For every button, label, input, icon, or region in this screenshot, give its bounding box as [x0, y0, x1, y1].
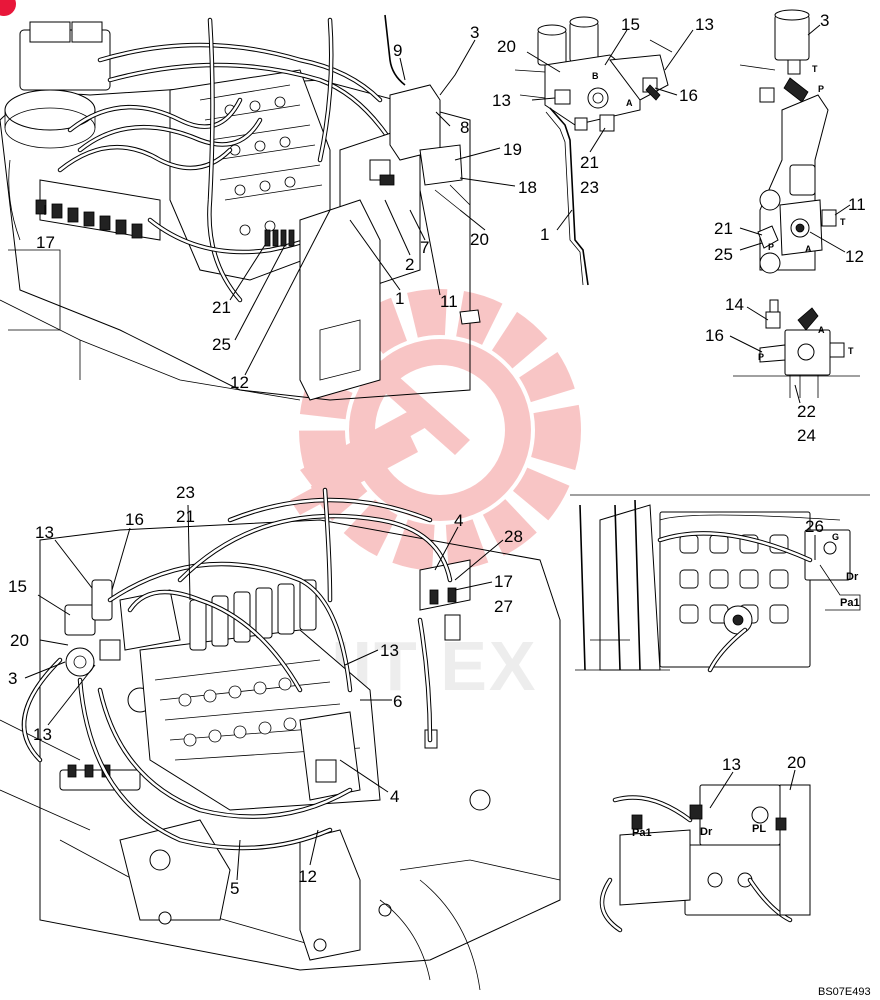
callout: 16: [679, 86, 698, 105]
callout: 20: [787, 753, 806, 772]
view-mid-right: A P T 14 16 22 24: [705, 295, 860, 445]
callout: 13: [35, 523, 54, 542]
callout: 5: [230, 879, 239, 898]
callout: 4: [454, 511, 463, 530]
callout: 1: [395, 289, 404, 308]
view-bottom-right-bottom: Pa1 Dr PL 13 20: [599, 753, 811, 933]
callout: 6: [393, 692, 402, 711]
callout: 25: [714, 245, 733, 264]
callout: 9: [393, 41, 402, 60]
port-label: A: [626, 98, 633, 108]
port-label: PL: [752, 823, 766, 835]
view-bottom-right-top: G Dr Pa1 26: [570, 494, 870, 673]
callout: 13: [380, 641, 399, 660]
port-label: B: [592, 71, 599, 81]
callout: 20: [497, 37, 516, 56]
callout: 23: [580, 178, 599, 197]
callout: 1: [540, 225, 549, 244]
port-label: G: [832, 532, 839, 542]
callout: 17: [36, 233, 55, 252]
callout: 13: [722, 755, 741, 774]
bottom-left-leaders: [24, 504, 504, 881]
top-right-leaders: [739, 24, 851, 253]
port-label: A: [818, 325, 825, 335]
callout: 21: [176, 507, 195, 526]
callout: 20: [10, 631, 29, 650]
callout: 14: [725, 295, 744, 314]
callout: 2: [405, 255, 414, 274]
callout: 3: [820, 11, 829, 30]
mid-right-leaders: [729, 306, 801, 404]
view-bottom-left: 23 21 16 13 15 20 3 13 4 28 17 27 13 6 4…: [0, 483, 561, 991]
callout: 13: [492, 91, 511, 110]
port-label: P: [818, 84, 824, 94]
callout: 26: [805, 517, 824, 536]
top-middle-leaders: [526, 29, 694, 231]
top-left-hoses: [57, 17, 393, 303]
callout: 22: [797, 402, 816, 421]
callout: 17: [494, 572, 513, 591]
port-label: Pa1: [632, 827, 652, 839]
top-left-fitting-row: [35, 179, 161, 241]
callout: 28: [504, 527, 523, 546]
view-top-left: 3 9 8 19 18 20 7 2 1 11 17 21 25 12: [0, 14, 537, 401]
port-label: Dr: [846, 571, 859, 583]
callout: 25: [212, 335, 231, 354]
watermark-gear-logo: [290, 289, 581, 571]
callout: 13: [33, 725, 52, 744]
callout: 18: [518, 178, 537, 197]
bottom-left-control-valve: [139, 579, 381, 811]
port-label: P: [768, 242, 774, 252]
callout: 3: [470, 23, 479, 42]
bottom-left-hoses: [21, 487, 453, 851]
view-top-middle: B A 20 15 13 13 16 21 23 1: [492, 15, 714, 286]
diagram-reference-code: BS07E493: [818, 986, 871, 998]
top-left-leaders: [44, 39, 516, 376]
callout: 13: [695, 15, 714, 34]
callout: 21: [212, 298, 231, 317]
corner-badge: [0, 0, 16, 16]
callout: 21: [580, 153, 599, 172]
callout: 12: [230, 373, 249, 392]
callout: 16: [705, 326, 724, 345]
callout: 4: [390, 787, 399, 806]
callout: 11: [848, 195, 866, 214]
callout: 20: [470, 230, 489, 249]
port-label: T: [848, 346, 854, 356]
bottom-right-bottom-leaders: [709, 769, 796, 809]
callout: 11: [440, 292, 458, 311]
port-label: T: [812, 64, 818, 74]
callout: 12: [845, 247, 864, 266]
callout: 24: [797, 426, 816, 445]
callout: 15: [8, 577, 27, 596]
callout: 21: [714, 219, 733, 238]
callout: 15: [621, 15, 640, 34]
callout: 7: [420, 238, 429, 257]
port-label: T: [840, 217, 846, 227]
callout: 23: [176, 483, 195, 502]
port-label: Dr: [700, 826, 713, 838]
port-label: P: [758, 352, 764, 362]
callout: 27: [494, 597, 513, 616]
callout: 8: [460, 118, 469, 137]
callout: 16: [125, 510, 144, 529]
port-label: A: [805, 244, 812, 254]
callout: 3: [8, 669, 17, 688]
view-top-right: T P T A P 3 11 21 25 12: [714, 9, 866, 274]
callout: 12: [298, 867, 317, 886]
port-label: Pa1: [840, 597, 860, 609]
callout: 19: [503, 140, 522, 159]
